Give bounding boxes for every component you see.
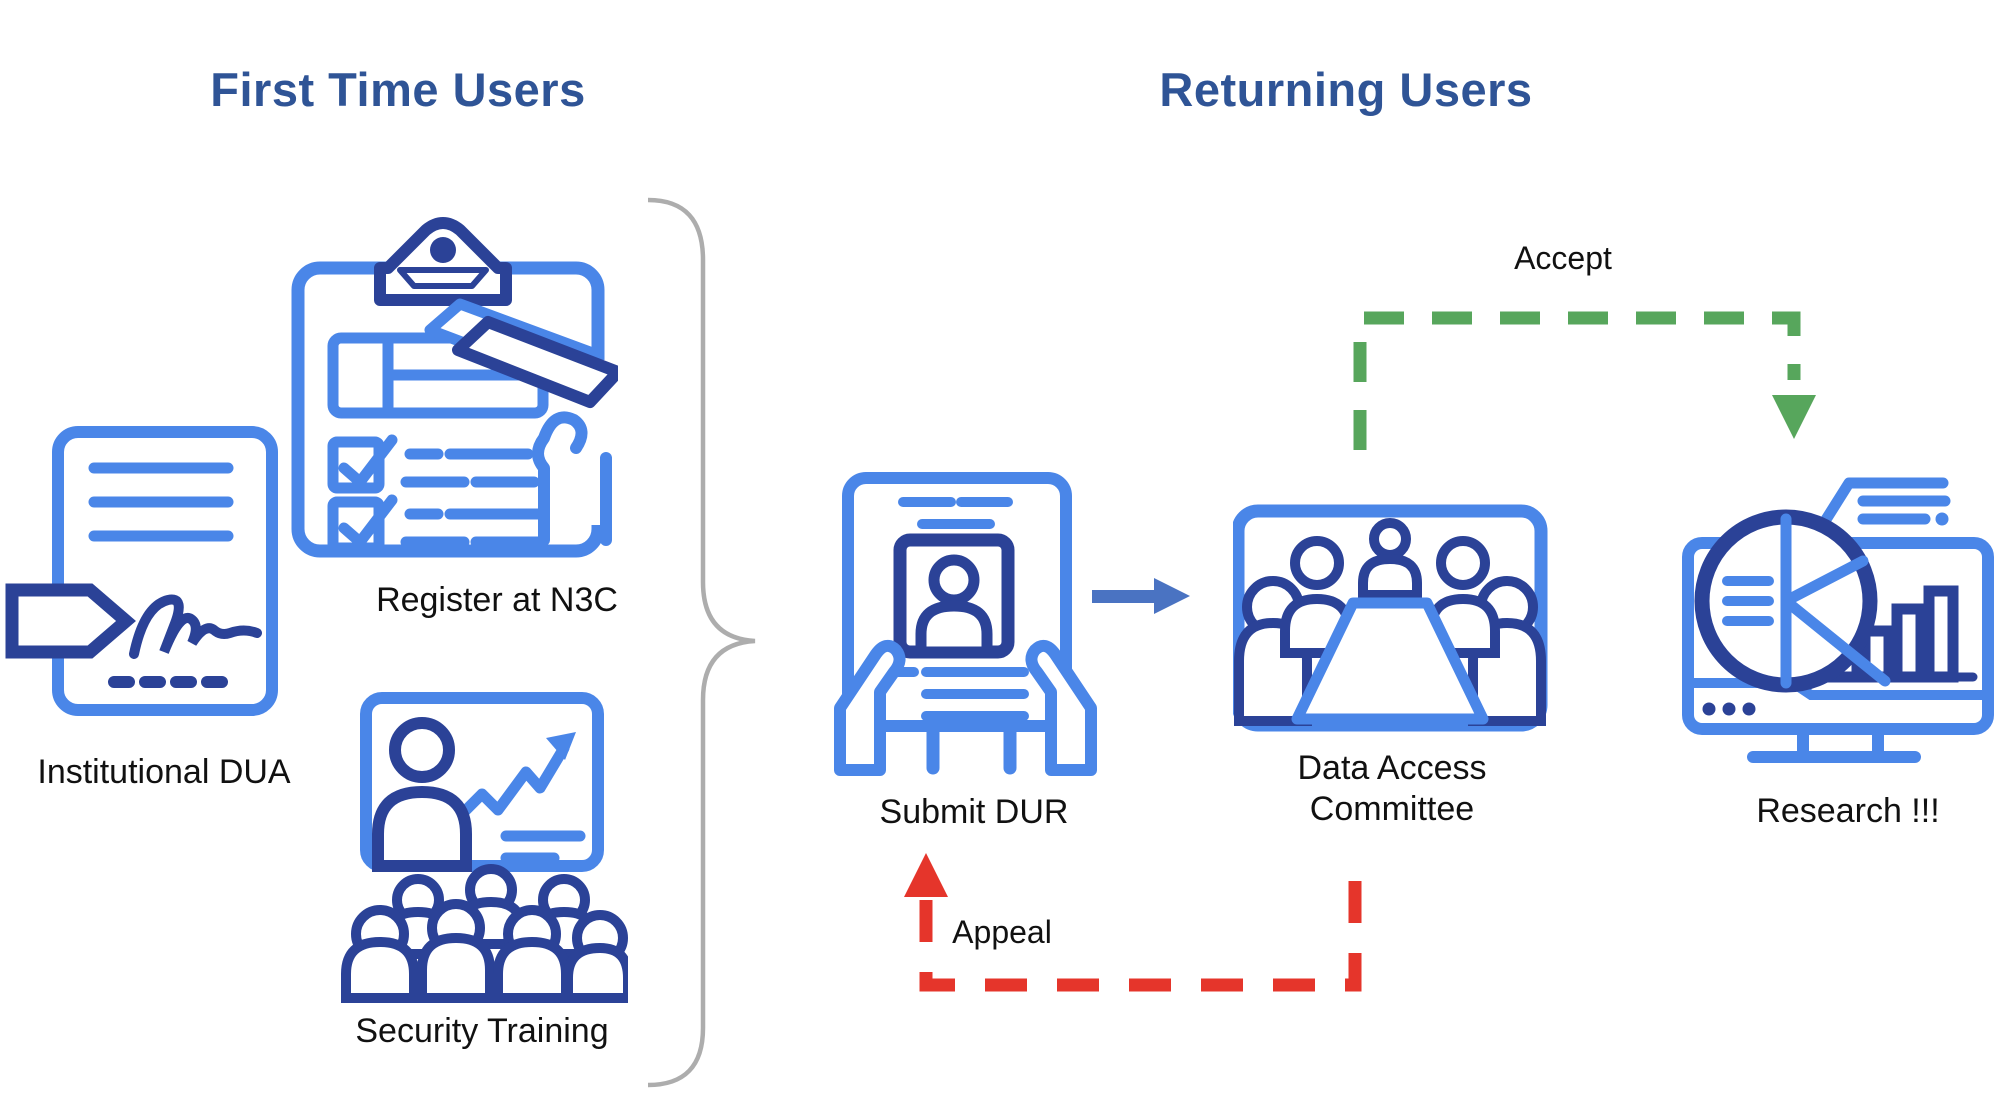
presenter-icon bbox=[372, 717, 472, 872]
flow-arrow-icon bbox=[1092, 578, 1190, 614]
committee-label-line1: Data Access bbox=[1297, 749, 1487, 787]
monitor-stand bbox=[1747, 723, 1921, 763]
applicant-photo-icon bbox=[915, 554, 993, 658]
meeting-table bbox=[1291, 597, 1489, 725]
clipboard-checklist-pen-icon bbox=[291, 217, 618, 558]
submit-dur-label: Submit DUR bbox=[879, 793, 1069, 831]
institutional-dua-label: Institutional DUA bbox=[37, 753, 291, 791]
pie-chart-icon bbox=[1694, 509, 1891, 693]
register-label: Register at N3C bbox=[376, 581, 618, 619]
accept-label: Accept bbox=[1514, 240, 1612, 276]
hands-icon bbox=[834, 639, 1097, 776]
audience-icon bbox=[341, 864, 628, 1003]
accept-arrow bbox=[1353, 311, 1816, 450]
first-time-users-title: First Time Users bbox=[210, 63, 586, 116]
hands-holding-application-icon bbox=[834, 472, 1097, 776]
appeal-arrow bbox=[904, 853, 1362, 992]
returning-users-title: Returning Users bbox=[1159, 63, 1533, 116]
committee-label-line2: Committee bbox=[1309, 790, 1475, 828]
curly-brace bbox=[647, 197, 756, 1088]
committee-label: Data Access Committee bbox=[1298, 748, 1487, 830]
presentation-audience-icon bbox=[341, 692, 628, 1003]
research-label: Research !!! bbox=[1756, 792, 1940, 830]
committee-members-icon bbox=[1234, 518, 1546, 726]
document-signature-icon bbox=[5, 426, 278, 716]
meeting-table-people-icon bbox=[1233, 504, 1548, 732]
hand-icon bbox=[532, 411, 612, 546]
monitor-charts-icon bbox=[1682, 477, 1994, 763]
security-training-label: Security Training bbox=[355, 1012, 609, 1050]
growth-chart-icon bbox=[454, 742, 570, 822]
appeal-label: Appeal bbox=[952, 914, 1052, 950]
